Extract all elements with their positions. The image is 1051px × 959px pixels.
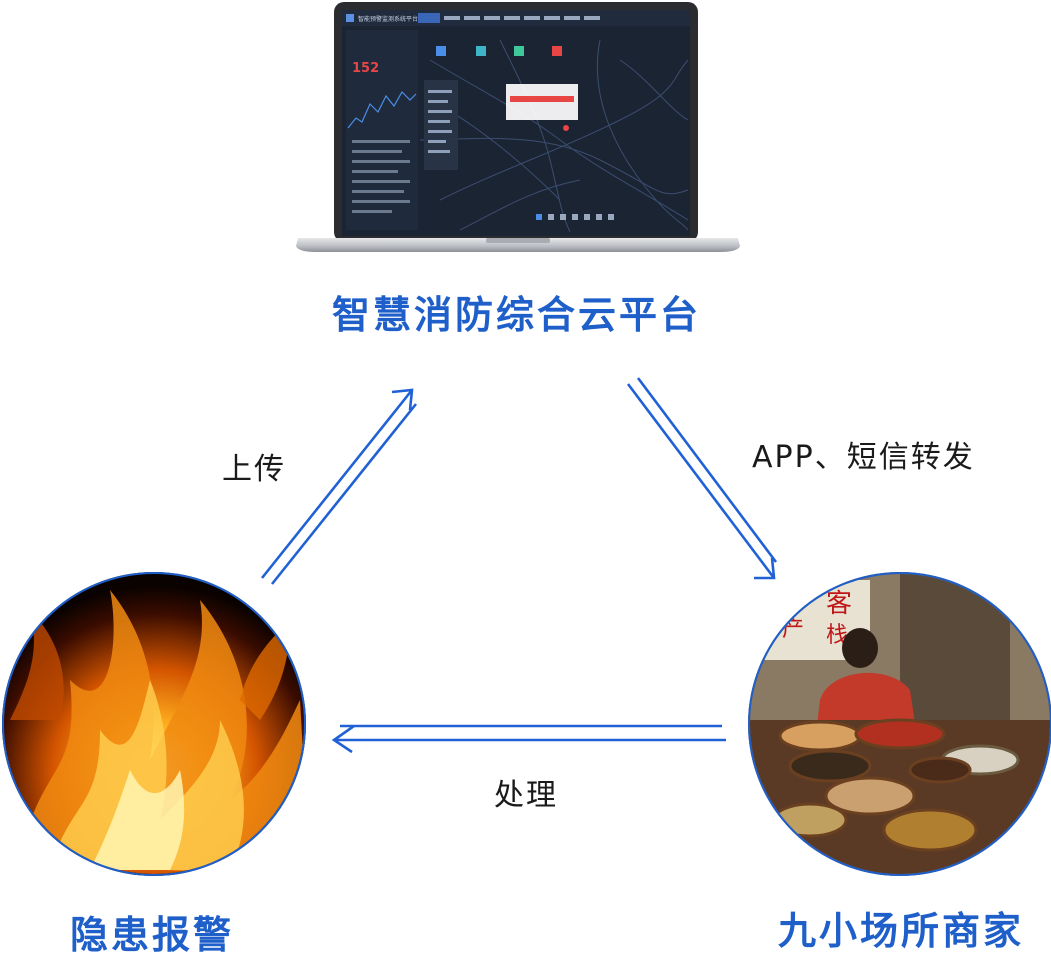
platform-title: 智慧消防综合云平台 [332, 293, 702, 337]
forward-arrow [626, 377, 778, 580]
handle-arrow [331, 724, 726, 754]
merchant-market-image: 客 栈 产 [748, 572, 1051, 876]
signage-char-1: 客 [826, 589, 852, 619]
forward-label: APP、短信转发 [752, 440, 975, 475]
screen-map [419, 39, 689, 233]
upload-arrow [260, 388, 418, 585]
signage-char-3: 产 [782, 617, 804, 642]
signage-char-2: 栈 [826, 623, 848, 648]
merchant-title: 九小场所商家 [778, 909, 1025, 953]
screen-stat-row [436, 46, 562, 56]
screen-big-stat: 152 [352, 61, 379, 76]
screen-bottom-toolbar [536, 214, 614, 220]
laptop-image: 智能预警监测系统平台 152 [296, 2, 740, 252]
hazard-title: 隐患报警 [70, 913, 235, 957]
laptop-base [296, 238, 740, 252]
hazard-fire-image [2, 572, 306, 876]
screen-left-panel [346, 30, 418, 230]
screen-filter-panel [424, 80, 458, 170]
screen-app-title: 智能预警监测系统平台 [358, 15, 418, 23]
handle-label: 处理 [494, 778, 558, 813]
upload-label: 上传 [222, 452, 286, 487]
